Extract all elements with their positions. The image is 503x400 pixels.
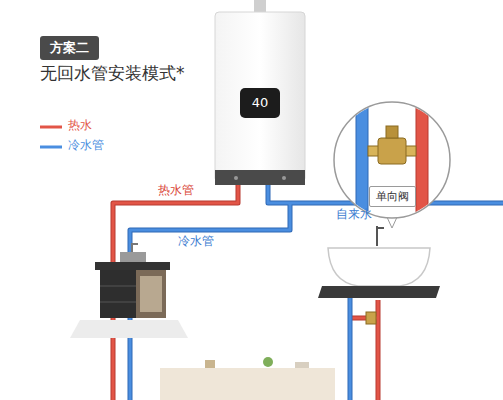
pipe-label: 自来水 xyxy=(336,208,372,222)
display-reading: 40 xyxy=(252,96,269,111)
kitchen-cabinet xyxy=(70,244,188,338)
pipe-label: 冷水管 xyxy=(178,235,214,249)
cold-pipe-zoom xyxy=(356,95,368,225)
water-heater xyxy=(215,0,305,185)
legend-text: 冷水管 xyxy=(68,139,104,153)
valve xyxy=(366,312,376,324)
table-item xyxy=(205,360,215,368)
table-top xyxy=(160,368,335,400)
valve-label-box: 单向阀 xyxy=(369,186,416,207)
title: 无回水管安装模式* xyxy=(40,64,185,84)
pipe-label: 热水管 xyxy=(158,184,194,198)
cold-pipe-outline xyxy=(130,185,503,400)
scheme-badge: 方案二 xyxy=(40,36,99,60)
wash-basin xyxy=(318,226,440,298)
sink xyxy=(120,252,146,262)
node-text: 方案二 xyxy=(50,39,89,57)
legend-line xyxy=(40,146,62,149)
heater-port xyxy=(234,176,238,180)
floor xyxy=(70,320,188,338)
legend-line xyxy=(40,126,62,129)
node-text: 单向阀 xyxy=(376,189,409,204)
cold-pipe xyxy=(130,185,503,400)
valve-cap xyxy=(386,126,398,138)
shelf xyxy=(136,270,166,318)
pipes xyxy=(113,185,503,400)
drawer-line xyxy=(100,286,136,287)
basin-bowl xyxy=(328,248,430,286)
hot-pipe xyxy=(352,300,378,400)
marble-slab xyxy=(318,286,440,298)
table xyxy=(160,357,335,400)
heater-base xyxy=(215,170,305,185)
legend-text: 热水 xyxy=(68,119,92,133)
plant xyxy=(263,357,273,367)
drawer-line xyxy=(100,302,136,303)
heater-display xyxy=(240,88,280,118)
callout-bubble xyxy=(334,95,450,228)
hot-pipe-outline xyxy=(352,300,378,400)
faucet xyxy=(132,244,138,252)
countertop xyxy=(95,262,170,270)
hot-pipe-zoom xyxy=(416,95,428,225)
bubble xyxy=(334,102,450,218)
heater-port xyxy=(282,176,286,180)
shelf-inner xyxy=(140,276,162,312)
drawer xyxy=(100,270,136,318)
check-valve xyxy=(378,138,406,164)
faucet xyxy=(377,226,384,246)
table-item xyxy=(295,362,309,368)
flue xyxy=(254,0,266,13)
heater-body xyxy=(215,12,305,182)
